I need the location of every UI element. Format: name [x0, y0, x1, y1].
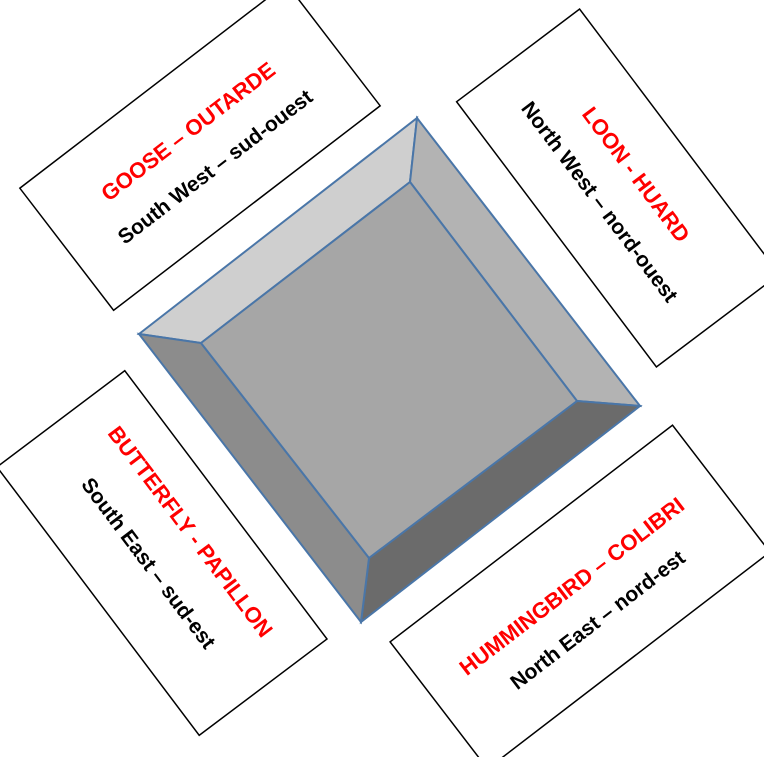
bevel-center-face: [201, 182, 577, 558]
